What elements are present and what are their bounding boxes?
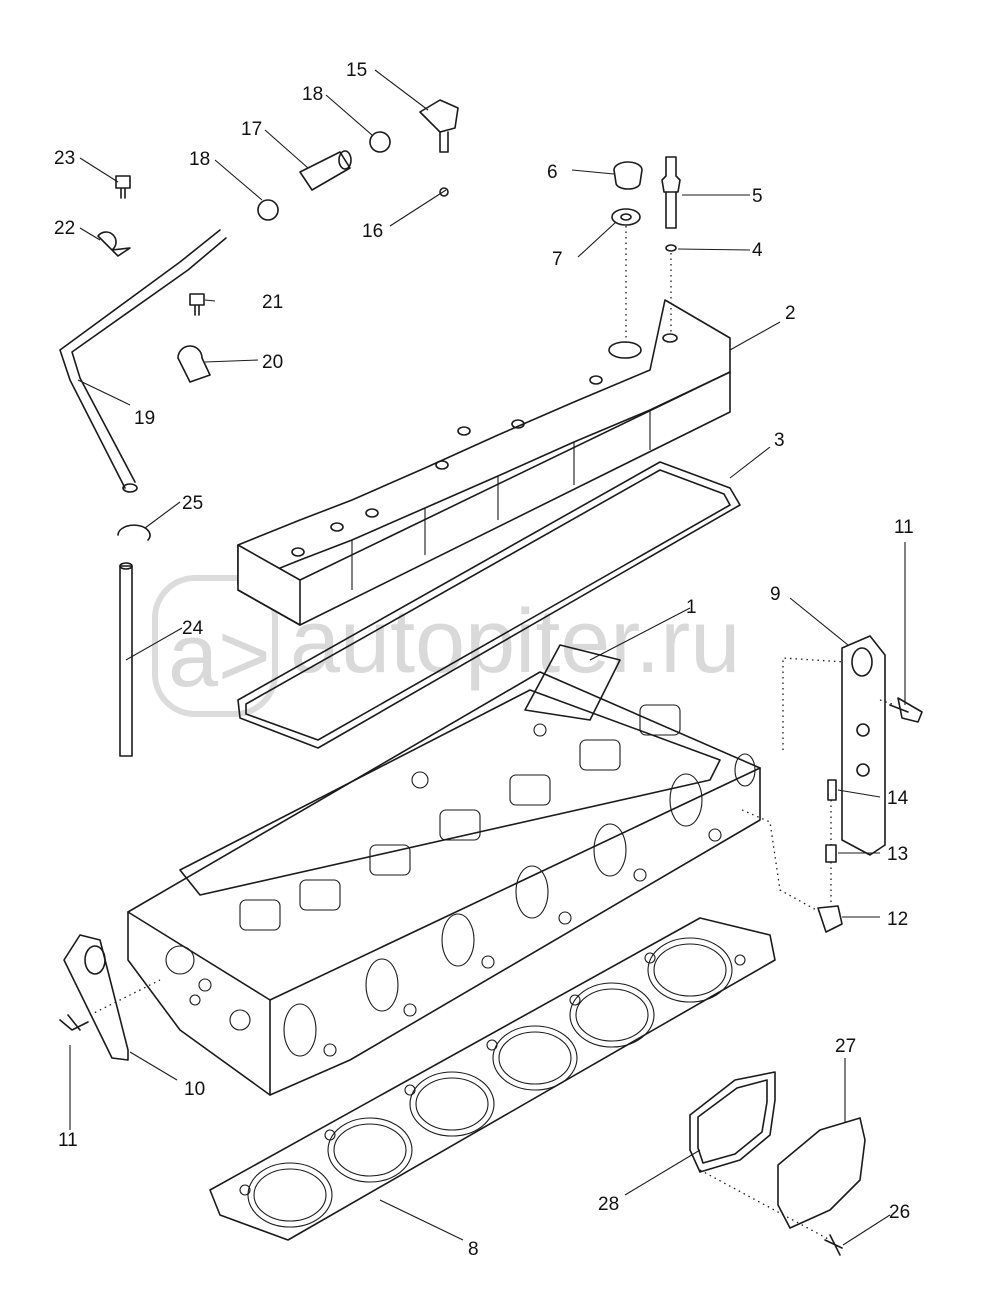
- callout-19: 19: [134, 408, 155, 429]
- hose-17: [299, 150, 352, 191]
- callout-4: 4: [752, 240, 763, 261]
- bolt-11-top: [889, 697, 923, 723]
- sensor-15: [419, 99, 459, 153]
- lifting-bracket-10: [63, 934, 129, 1061]
- callout-10: 10: [184, 1079, 205, 1100]
- callouts: 1 2 3 4 5 6 7 8 9 10 11 11 12 13 14 15 1…: [54, 60, 914, 1260]
- callout-21: 21: [262, 292, 283, 313]
- stud-5: [661, 156, 681, 229]
- o-ring-16: [439, 187, 449, 197]
- fitting-14: [827, 779, 837, 801]
- assembly-lines: [89, 226, 896, 1241]
- callout-23: 23: [54, 148, 75, 169]
- seal-4: [665, 244, 677, 252]
- cover-plate: [777, 1117, 866, 1229]
- clamp-18-top: [369, 131, 391, 153]
- callout-8: 8: [468, 1239, 479, 1260]
- callout-27: 27: [835, 1036, 856, 1057]
- callout-1: 1: [686, 597, 697, 618]
- watermark-text: autopiter.ru: [290, 592, 740, 692]
- callout-18-left: 18: [189, 149, 210, 170]
- callout-17: 17: [241, 119, 262, 140]
- callout-11-top: 11: [894, 517, 914, 538]
- lifting-bracket-9: [841, 635, 886, 856]
- cover-gasket: [689, 1071, 776, 1173]
- fitting-12: [817, 905, 843, 933]
- valve-cover-gasket: [237, 461, 741, 749]
- clamp-18-left: [257, 199, 279, 221]
- callout-13: 13: [887, 844, 908, 865]
- callout-28: 28: [598, 1194, 619, 1215]
- fitting-13: [825, 844, 837, 863]
- callout-7: 7: [552, 249, 563, 270]
- callout-9: 9: [770, 584, 781, 605]
- washer-7: [611, 208, 641, 226]
- cylinder-head: [127, 644, 761, 1096]
- cap-6: [613, 161, 643, 190]
- callout-20: 20: [262, 352, 283, 373]
- callout-22: 22: [54, 218, 75, 239]
- callout-24: 24: [182, 618, 204, 639]
- bolt-21: [189, 293, 205, 316]
- watermark-logo: a>: [168, 606, 271, 706]
- callout-16: 16: [362, 221, 383, 242]
- callout-26: 26: [889, 1202, 910, 1223]
- watermark: a> autopiter.ru: [152, 575, 740, 717]
- callout-12: 12: [887, 909, 908, 930]
- callout-11-bottom: 11: [58, 1130, 78, 1151]
- callout-18-top: 18: [302, 84, 323, 105]
- callout-5: 5: [752, 186, 763, 207]
- bolt-11-bottom: [59, 1014, 89, 1031]
- hose-clamp-25: [117, 524, 151, 541]
- callout-15: 15: [346, 60, 367, 81]
- leader-lines: [69, 69, 906, 1246]
- head-gasket: [209, 917, 776, 1241]
- callout-6: 6: [547, 162, 558, 183]
- callout-25: 25: [182, 493, 203, 514]
- hose: [119, 562, 133, 757]
- cover-bolt: [824, 1234, 843, 1256]
- callout-3: 3: [774, 430, 785, 451]
- callout-2: 2: [785, 303, 796, 324]
- clip-22: [97, 231, 131, 257]
- bolt-23: [115, 175, 131, 199]
- valve-cover: [237, 299, 731, 626]
- clip-20: [177, 345, 211, 383]
- callout-14: 14: [887, 788, 909, 809]
- breather-pipe: [59, 229, 227, 493]
